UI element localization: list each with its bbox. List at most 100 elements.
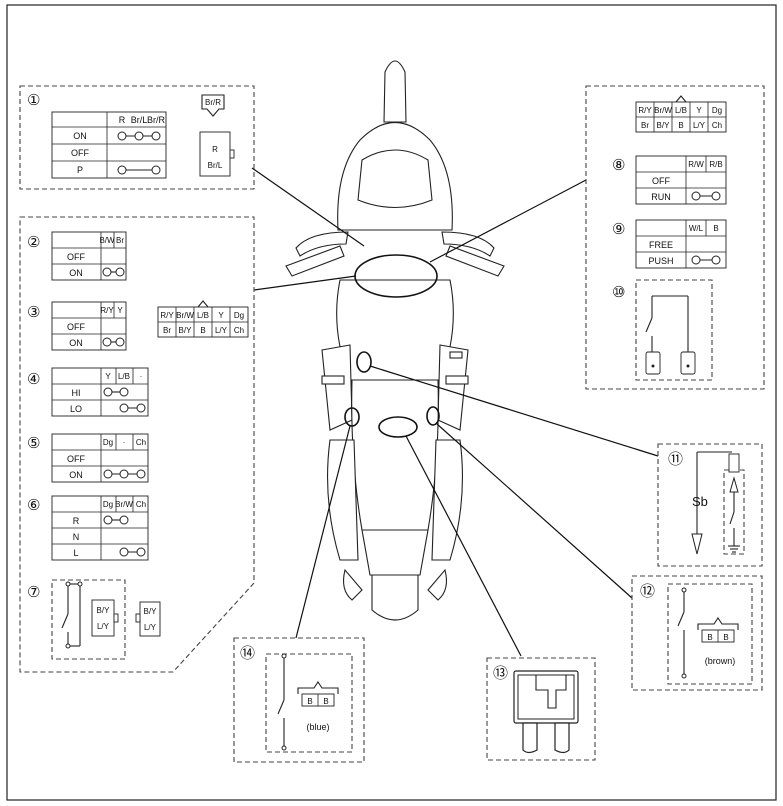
outer-frame: [6, 4, 777, 801]
sw3-row-off: OFF: [67, 322, 85, 332]
sw8-col-1: R/W: [688, 160, 704, 169]
sw1-col-1: R: [119, 115, 126, 125]
sw14-pin-1: B: [307, 697, 312, 706]
sw8-col-2: R/B: [709, 160, 722, 169]
sw7-outer-ly: L/Y: [144, 623, 157, 632]
sw14-connector: B B: [297, 681, 339, 707]
leader-lines: [251, 167, 659, 657]
sw2-col-2: Br: [116, 236, 124, 245]
hc-right-b5: Ch: [712, 121, 722, 130]
handlebar-connector-right: R/Y Br/W L/B Y Dg Br B/Y B L/Y Ch: [635, 95, 727, 133]
sw3-col-1: R/Y: [100, 306, 114, 315]
sw5-row-off: OFF: [67, 454, 85, 464]
sw6-row-l: L: [73, 548, 78, 558]
sw2-col-1: B/W: [99, 236, 115, 245]
sw9-row-free: FREE: [649, 240, 673, 250]
sw5-row-on: ON: [69, 470, 83, 480]
sw1-connector-main: R Br/L: [199, 131, 235, 177]
hc-right-t1: R/Y: [638, 106, 652, 115]
panel-left-handlebar: ② B/W Br OFF ON ③ R/Y Y OFF ON: [19, 216, 255, 673]
sw12-switch-symbol: [677, 587, 687, 679]
sw1-col-2: Br/L: [131, 115, 148, 125]
label-7: ⑦: [27, 583, 40, 601]
sw6-continuity-l: [119, 547, 146, 557]
sw9-continuity: [691, 255, 721, 265]
label-2: ②: [27, 233, 40, 251]
sw5-col-2: ·: [123, 438, 126, 447]
sw8-continuity: [691, 191, 721, 201]
sw4-col-1: Y: [105, 372, 111, 381]
sw5-continuity: [103, 469, 146, 479]
location-13: [378, 416, 418, 438]
sw8-row-run: RUN: [651, 192, 671, 202]
sw1-row-off: OFF: [71, 148, 89, 158]
sw6-col-3: Ch: [136, 500, 146, 509]
sw9-col-1: W/L: [689, 224, 704, 233]
hc-left-t5: Dg: [234, 311, 244, 320]
label-5: ⑤: [27, 434, 40, 452]
hc-right-t2: Br/W: [654, 106, 672, 115]
sw6-col-2: Br/W: [115, 500, 133, 509]
sw10-switch-symbol: [645, 295, 696, 375]
sw3-col-2: Y: [117, 306, 123, 315]
sw6-continuity-r: [103, 515, 129, 525]
sw3-row-on: ON: [69, 338, 83, 348]
sw4-row-hi: HI: [72, 388, 81, 398]
sw1-connector-brr: Br/R: [201, 94, 225, 117]
hc-right-b2: B/Y: [657, 121, 671, 130]
sw9-row-push: PUSH: [648, 256, 673, 266]
sw4-continuity-lo: [119, 403, 146, 413]
label-3: ③: [27, 303, 40, 321]
sw12-connector: B B: [697, 617, 739, 643]
label-13: ⑬: [493, 664, 508, 682]
sw7-outer-by: B/Y: [144, 607, 158, 616]
panel-sidestand-sensor: ⑪ Sb: [657, 443, 763, 567]
hc-right-t5: Dg: [712, 106, 722, 115]
panel-main-switch: ① R Br/L Br/R ON OFF P Br/R R: [19, 85, 255, 190]
label-14: ⑭: [240, 644, 255, 662]
hc-right-t3: L/B: [675, 106, 687, 115]
sw14-pin-2: B: [323, 697, 328, 706]
sw3-continuity: [102, 337, 125, 347]
sw1-connector-r: R: [212, 145, 218, 154]
hc-right-b1: Br: [641, 121, 649, 130]
hc-left-b4: L/Y: [215, 326, 228, 335]
fuse-icon: [513, 670, 579, 754]
label-9: ⑨: [612, 220, 625, 238]
label-10: ⑩: [612, 283, 625, 301]
hc-right-b3: B: [678, 121, 683, 130]
hc-left-t2: Br/W: [176, 311, 194, 320]
sw1-connector-brl: Br/L: [208, 161, 223, 170]
sw4-col-3: ·: [140, 372, 143, 381]
sw14-switch-symbol: [277, 653, 287, 751]
sw2-continuity: [102, 267, 125, 277]
hc-left-t3: L/B: [197, 311, 209, 320]
sw8-row-off: OFF: [652, 176, 670, 186]
sw1-continuity-on: [117, 131, 161, 141]
label-6: ⑥: [27, 496, 40, 514]
sw6-col-1: Dg: [103, 500, 113, 509]
hc-right-b4: L/Y: [693, 121, 706, 130]
sw1-connector-top-label: Br/R: [205, 98, 221, 107]
label-12: ⑫: [640, 582, 655, 600]
sw4-col-2: L/B: [118, 372, 130, 381]
location-14: [344, 407, 360, 427]
hc-left-b2: B/Y: [179, 326, 193, 335]
sw6-row-n: N: [73, 532, 80, 542]
hc-left-b1: Br: [163, 326, 171, 335]
handlebar-connector-left: R/Y Br/W L/B Y Dg Br B/Y B L/Y Ch: [157, 300, 249, 338]
hc-right-t4: Y: [696, 106, 702, 115]
hc-left-b3: B: [200, 326, 205, 335]
sw5-col-1: Dg: [103, 438, 113, 447]
sw7-inner-by: B/Y: [97, 606, 111, 615]
panel-front-brake-switch: ⑭ B B (blue): [233, 637, 365, 763]
sw1-row-p: P: [77, 165, 83, 175]
sw1-continuity-p: [117, 165, 161, 175]
sw7-inner-ly: L/Y: [97, 622, 110, 631]
label-8: ⑧: [612, 156, 625, 174]
sw7-connector-inner: B/Y L/Y: [91, 599, 119, 637]
sw1-row-on: ON: [73, 131, 87, 141]
sw4-continuity-hi: [103, 387, 129, 397]
label-1: ①: [27, 91, 40, 109]
